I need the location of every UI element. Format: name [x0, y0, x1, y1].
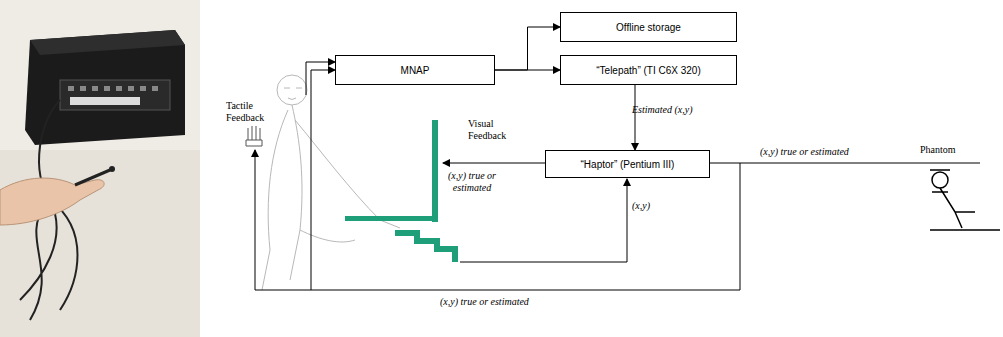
manipulandum: [395, 230, 458, 262]
connector-arrow: [495, 70, 560, 71]
screen: [432, 120, 438, 222]
connector-arrow: [495, 27, 560, 70]
box-label: MNAP: [395, 65, 436, 76]
annotation-label: Tactile Feedback: [226, 100, 278, 123]
annotation-label: Visual Feedback: [468, 118, 528, 141]
monkey-sketch: [262, 75, 400, 290]
process-box: Offline storage: [560, 12, 737, 42]
process-box: MNAP: [335, 55, 495, 85]
wires: [255, 62, 980, 290]
device-photo: [0, 0, 200, 337]
connector-arrow: [635, 85, 636, 150]
box-label: “Haptor” (Pentium III): [575, 159, 681, 170]
box-label: Offline storage: [610, 22, 687, 33]
annotation-label: (x,y): [632, 200, 672, 212]
hand-icon: [246, 126, 262, 146]
process-box: “Telepath” (TI C6X 320): [560, 55, 737, 85]
edge-label: Estimated (x,y): [632, 104, 722, 116]
process-box: “Haptor” (Pentium III): [545, 150, 710, 178]
annotation-label: (x,y) true or estimated: [760, 146, 900, 158]
annotation-label: (x,y) true or estimated: [446, 170, 498, 193]
phantom-robot: [930, 170, 1000, 230]
shelf: [345, 216, 435, 221]
annotation-label: (x,y) true or estimated: [440, 296, 580, 308]
annotation-label: Phantom: [920, 144, 980, 156]
box-label: “Telepath” (TI C6X 320): [590, 65, 707, 76]
